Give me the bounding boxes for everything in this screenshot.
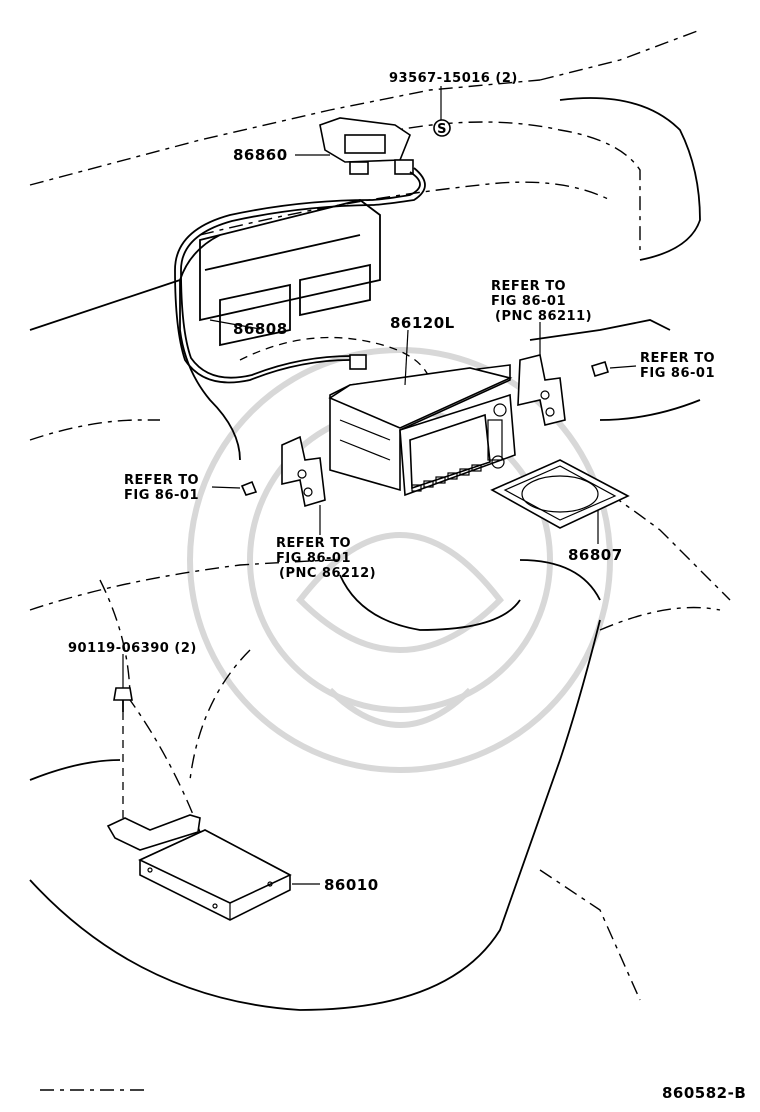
refer-left-line1: REFER TO <box>124 473 199 488</box>
bracket-right <box>517 354 566 426</box>
bracket-left <box>281 435 326 508</box>
refer-bottom-line3: (PNC 86212) <box>279 566 376 581</box>
refer-right-top-line2: FIG 86-01 <box>491 294 566 309</box>
screw-left <box>240 480 258 496</box>
refer-left-line2: FIG 86-01 <box>124 488 199 503</box>
label-86808: 86808 <box>233 320 288 338</box>
s-marker-text: S <box>437 122 447 137</box>
label-86807: 86807 <box>568 546 623 564</box>
label-86120l: 86120L <box>390 314 455 332</box>
refer-bottom-line2: FIG 86-01 <box>276 551 351 566</box>
head-unit-buttons <box>411 403 507 492</box>
screw-right <box>591 360 609 378</box>
refer-right-top-line1: REFER TO <box>491 279 566 294</box>
harness-86808 <box>174 167 426 384</box>
label-86860: 86860 <box>233 146 288 164</box>
dashboard-outline <box>29 29 731 1091</box>
s-fastener-marker: S <box>433 119 451 137</box>
label-90119-06390: 90119-06390 (2) <box>68 641 197 656</box>
part-86010-box <box>106 814 292 921</box>
bolt-90119 <box>113 687 133 820</box>
refer-bottom-line1: REFER TO <box>276 536 351 551</box>
part-86807-tray <box>490 459 630 529</box>
part-86860-module <box>319 117 414 175</box>
refer-right-line1: REFER TO <box>640 351 715 366</box>
refer-right-line2: FIG 86-01 <box>640 366 715 381</box>
part-86120l-head-unit <box>328 364 516 497</box>
refer-right-top-line3: (PNC 86211) <box>495 309 592 324</box>
label-86010: 86010 <box>324 876 379 894</box>
leader-lines <box>122 86 637 885</box>
figure-id: 860582-B <box>662 1084 746 1102</box>
label-93567-15016: 93567-15016 (2) <box>389 71 518 86</box>
